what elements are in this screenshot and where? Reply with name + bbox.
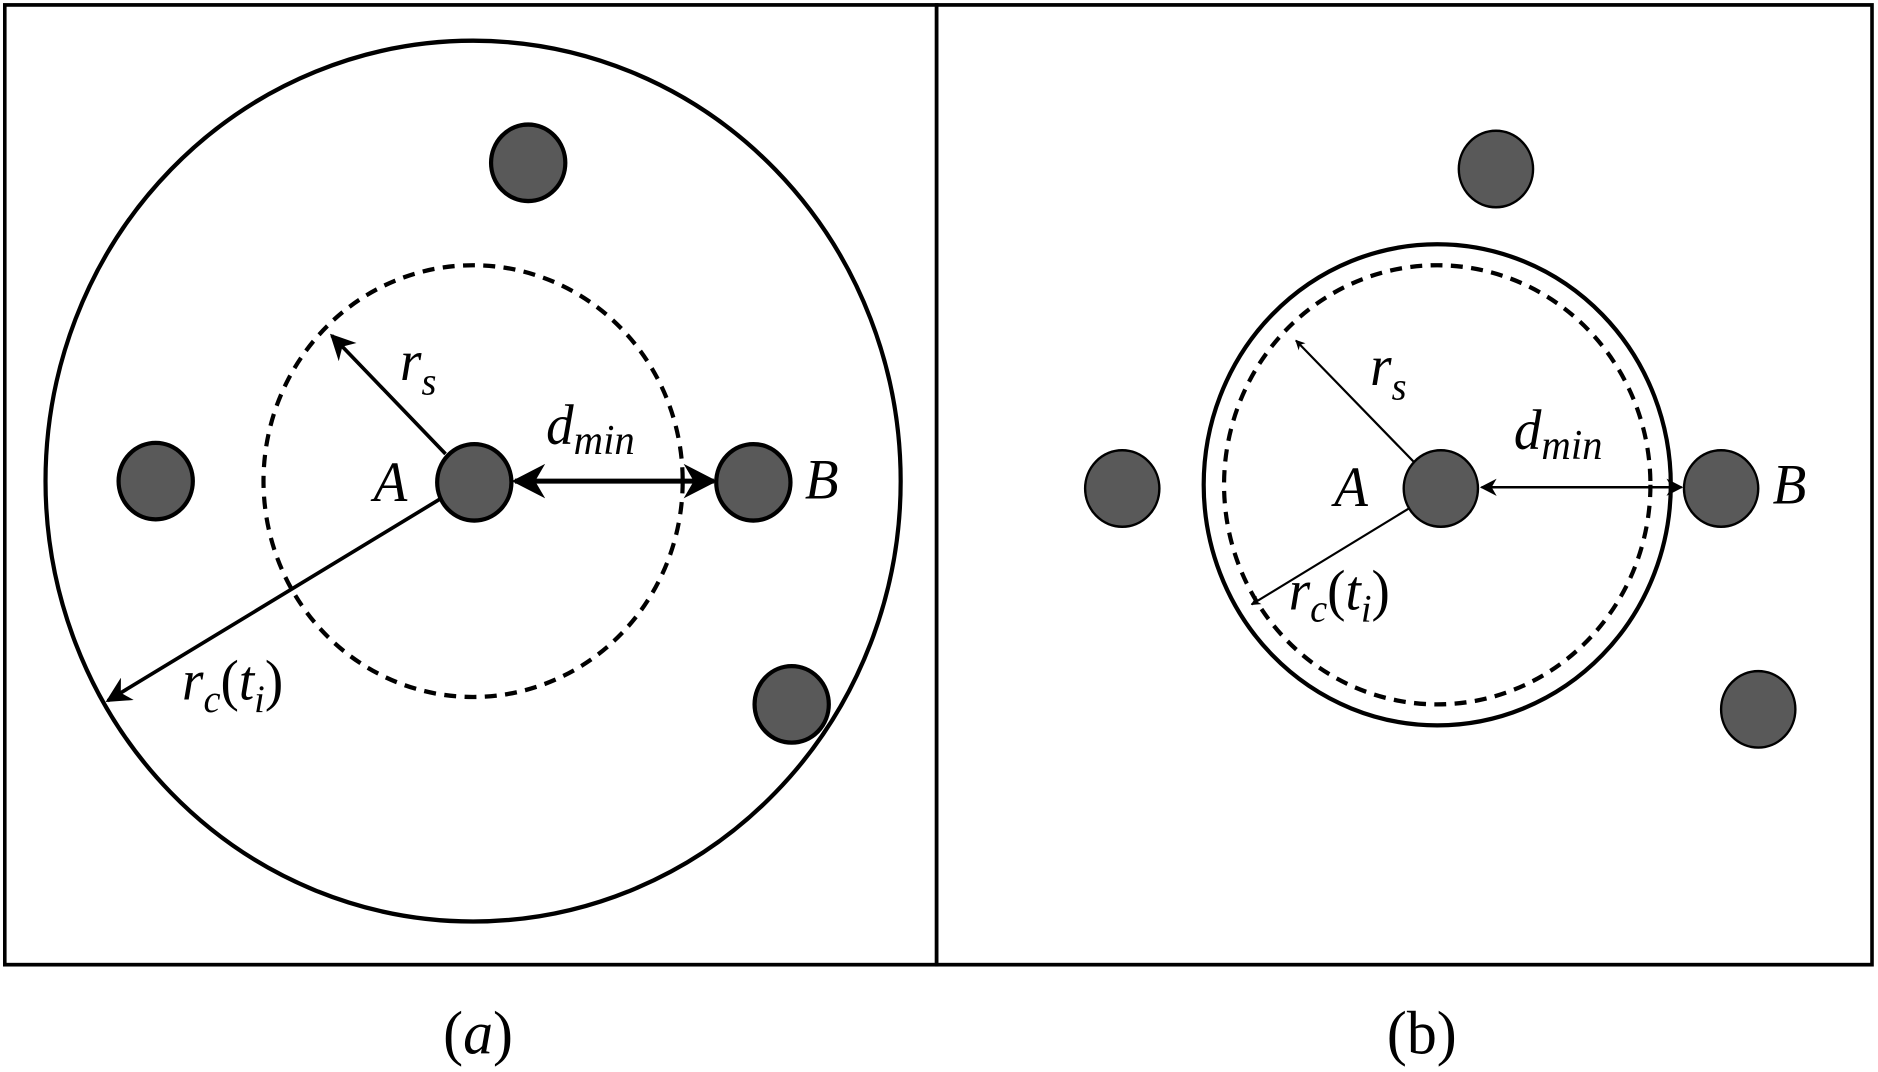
label-a: A xyxy=(370,451,408,514)
panel-a: A B rs dmin rc(ti) (a) xyxy=(43,38,903,1068)
rc-label: rc(ti) xyxy=(1289,560,1390,631)
node xyxy=(488,122,568,204)
panel-b-frame xyxy=(934,3,1874,967)
rc-arrow xyxy=(105,495,445,703)
rs-arrow xyxy=(329,333,447,456)
node xyxy=(1719,669,1797,749)
node xyxy=(1083,449,1161,528)
node-a xyxy=(435,441,514,523)
dmin-label: dmin xyxy=(1514,399,1603,468)
dmin-label: dmin xyxy=(546,394,635,463)
rs-label: rs xyxy=(1370,335,1406,409)
node xyxy=(752,663,831,745)
rc-arrow xyxy=(1250,504,1414,606)
label-b: B xyxy=(1773,454,1807,517)
label-b: B xyxy=(805,449,839,512)
communication-range-circle xyxy=(43,38,903,924)
node-b xyxy=(714,441,793,523)
node xyxy=(116,440,195,522)
node xyxy=(1457,129,1535,209)
node-b xyxy=(1682,449,1760,528)
rs-arrow xyxy=(1295,339,1417,465)
caption-a: (a) xyxy=(443,1000,513,1068)
panel-b: A B rs dmin rc(ti) (b) xyxy=(1083,129,1807,1068)
rc-label: rc(ti) xyxy=(182,650,283,721)
rs-label: rs xyxy=(400,330,436,404)
caption-b: (b) xyxy=(1387,1000,1457,1068)
label-a: A xyxy=(1330,456,1368,519)
node-a xyxy=(1402,449,1480,528)
